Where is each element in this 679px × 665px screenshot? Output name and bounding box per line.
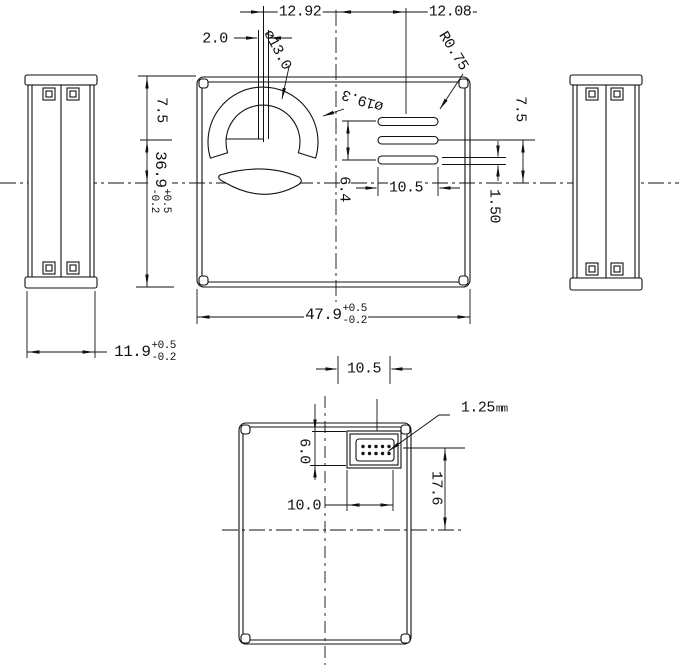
dim-label-12-08: 12.08 bbox=[427, 3, 473, 21]
dim-label-width-47-9: 47.9 +0.5-0.2 bbox=[304, 302, 368, 328]
dim-label-connector-offset-10-5: 10.5 bbox=[345, 360, 383, 378]
dim-label-height-36-9: 36.9 +0.5-0.2 bbox=[147, 150, 173, 214]
dim-label-connector-width-10-0: 10.0 bbox=[285, 497, 323, 515]
left-side-view bbox=[24, 74, 98, 289]
dim-label-12-92: 12.92 bbox=[277, 3, 323, 21]
right-side-view bbox=[569, 74, 643, 291]
dim-label-7-5-left: 7.5 bbox=[152, 97, 170, 123]
vent-slots bbox=[377, 116, 439, 165]
dim-label-17-6: 17.6 bbox=[427, 470, 445, 506]
dim-label-6-0: 6.0 bbox=[295, 438, 313, 464]
main-front-view bbox=[196, 6, 471, 288]
dimension-lines bbox=[26, 8, 535, 530]
fan-bottom-vane bbox=[218, 168, 302, 195]
connector bbox=[346, 430, 402, 469]
dim-label-slot-height-1-50: 1.50 bbox=[485, 188, 503, 224]
fan-slot bbox=[226, 6, 269, 142]
fan-ring bbox=[207, 86, 319, 159]
dim-label-slot-width: 2.0 bbox=[201, 30, 229, 48]
bottom-view bbox=[238, 399, 412, 645]
dim-label-6-4: 6.4 bbox=[335, 176, 353, 202]
dim-label-slots-width-10-5: 10.5 bbox=[387, 179, 425, 197]
dim-label-depth-11-9: 11.9 +0.5-0.2 bbox=[113, 339, 177, 365]
dim-label-7-5-right: 7.5 bbox=[511, 96, 529, 122]
centerlines bbox=[0, 10, 679, 665]
